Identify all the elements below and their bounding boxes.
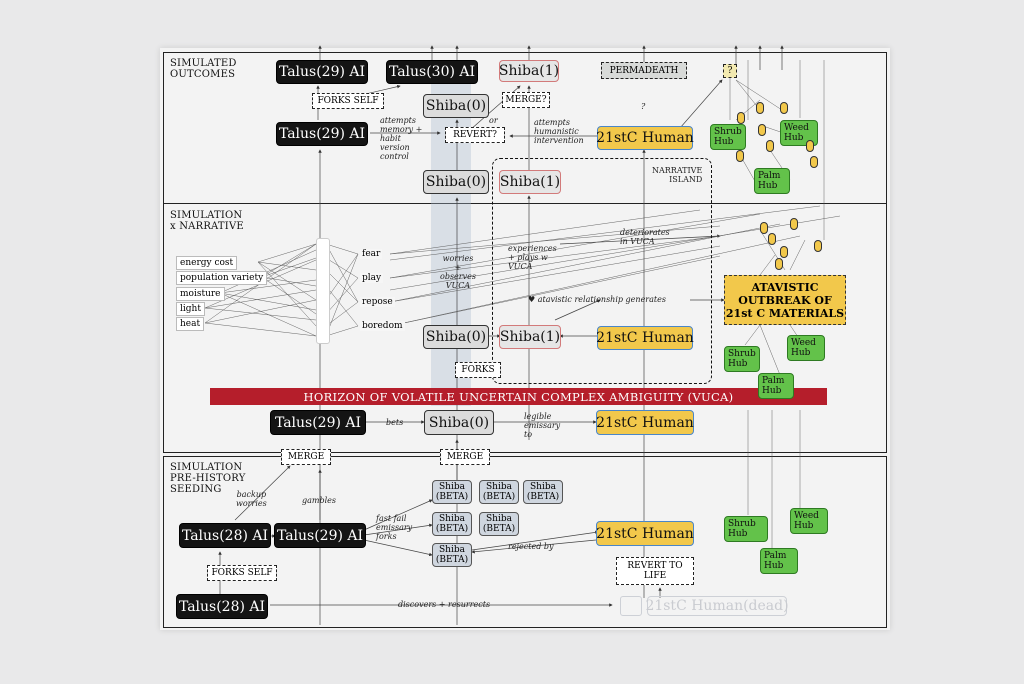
band-label-prehistory: SIMULATION PRE-HISTORY SEEDING: [170, 462, 246, 495]
node-human-narrative: 21stC Human: [596, 326, 694, 350]
node-shiba1-top: Shiba(1): [499, 60, 559, 82]
marker-dot: [766, 140, 774, 152]
tag-revert-question: REVERT?: [445, 127, 505, 143]
emotion-play: play: [360, 273, 384, 283]
tag-forks-self-top: FORKS SELF: [312, 93, 384, 109]
note-humanistic: attempts humanistic intervention: [534, 118, 584, 145]
hub-palm-top: Palm Hub: [754, 168, 790, 194]
emotion-fear: fear: [360, 249, 383, 259]
hub-shrub-bottom: Shrub Hub: [724, 516, 768, 542]
marker-dot: [814, 240, 822, 252]
node-shiba0-vuca: Shiba(0): [424, 410, 494, 435]
emotion-repose: repose: [360, 297, 395, 307]
tag-merge-question: MERGE?: [502, 92, 550, 108]
dead-human-box: [620, 596, 642, 616]
narrative-island-frame: [492, 158, 712, 384]
note-backup-worries: backup worries: [236, 490, 267, 508]
tag-merge-left: MERGE: [281, 449, 331, 465]
vuca-horizon: HORIZON OF VOLATILE UNCERTAIN COMPLEX AM…: [210, 388, 827, 405]
node-shiba-beta-3: Shiba(BETA): [523, 480, 563, 504]
node-talus29-top: Talus(29) AI: [276, 60, 368, 84]
note-experiences: experiences + plays w VUCA: [508, 244, 557, 271]
band-label-outcomes: SIMULATED OUTCOMES: [170, 58, 237, 80]
neuron-column: [316, 238, 330, 344]
hub-weed-bottom: Weed Hub: [790, 508, 828, 534]
input-heat: heat: [176, 317, 205, 331]
marker-dot: [810, 156, 818, 168]
marker-dot: [790, 218, 798, 230]
node-shiba0-mid: Shiba(0): [423, 170, 489, 194]
node-shiba0-narrative: Shiba(0): [423, 325, 489, 349]
node-talus29-b: Talus(29) AI: [274, 523, 366, 548]
input-light: light: [176, 302, 205, 316]
hub-palm-bottom: Palm Hub: [760, 548, 798, 574]
tag-narrative-island: NARRATIVE ISLAND: [652, 166, 703, 184]
note-memory: attempts memory + habit version control: [380, 116, 423, 161]
hub-palm-mid: Palm Hub: [758, 373, 794, 399]
node-talus29-mid: Talus(29) AI: [276, 122, 368, 146]
input-moisture: moisture: [176, 287, 225, 301]
emotion-boredom: boredom: [360, 321, 405, 331]
note-or: or: [489, 116, 498, 125]
tag-question: ?: [723, 64, 737, 78]
marker-dot: [775, 258, 783, 270]
node-shiba-beta-5: Shiba(BETA): [479, 512, 519, 536]
node-shiba-beta-1: Shiba(BETA): [432, 480, 472, 504]
tag-forks-self-bottom: FORKS SELF: [207, 565, 277, 581]
marker-dot: [780, 246, 788, 258]
note-fast-fail: fast fail emissary forks: [376, 514, 413, 541]
note-rejected-by: rejected by: [508, 542, 554, 551]
note-atavistic-relationship: ♥ atavistic relationship generates: [528, 295, 666, 304]
marker-dot: [737, 112, 745, 124]
input-population-variety: population variety: [176, 271, 268, 285]
note-question-mark: ?: [641, 102, 646, 111]
node-talus28-bottom: Talus(28) AI: [176, 594, 268, 619]
marker-dot: [760, 222, 768, 234]
node-human-top: 21stC Human: [596, 126, 694, 150]
tag-forks: FORKS: [455, 362, 501, 378]
hub-weed-top: Weed Hub: [780, 120, 818, 146]
marker-dot: [768, 233, 776, 245]
node-talus29-vuca: Talus(29) AI: [270, 410, 366, 435]
hub-shrub-mid: Shrub Hub: [724, 346, 760, 372]
atavistic-outbreak: ATAVISTIC OUTBREAK OF 21st C MATERIALS: [724, 275, 846, 325]
node-human-dead: 21stC Human(dead): [645, 596, 789, 616]
node-human-vuca: 21stC Human: [596, 410, 694, 435]
band-simulation-narrative: [163, 203, 887, 453]
marker-dot: [780, 102, 788, 114]
note-deteriorates: deteriorates in VUCA: [620, 228, 670, 246]
tag-merge-right: MERGE: [440, 449, 490, 465]
note-worries: worries + observes VUCA: [440, 254, 476, 290]
node-shiba-beta-6: Shiba(BETA): [432, 543, 472, 567]
marker-dot: [758, 124, 766, 136]
node-talus28-a: Talus(28) AI: [179, 523, 271, 548]
tag-permadeath: PERMADEATH: [601, 62, 687, 79]
node-shiba1-mid: Shiba(1): [499, 170, 561, 194]
node-shiba1-narrative: Shiba(1): [499, 325, 561, 349]
node-talus30: Talus(30) AI: [386, 60, 478, 84]
note-bets: bets: [386, 418, 404, 427]
node-shiba-beta-4: Shiba(BETA): [432, 512, 472, 536]
hub-shrub-top: Shrub Hub: [710, 124, 746, 150]
node-shiba0-top: Shiba(0): [423, 94, 489, 118]
band-prehistory-seeding: [163, 456, 887, 628]
marker-dot: [756, 102, 764, 114]
band-label-narrative: SIMULATION x NARRATIVE: [170, 210, 244, 232]
note-emissary: legible emissary to: [524, 412, 561, 439]
node-shiba-beta-2: Shiba(BETA): [479, 480, 519, 504]
tag-revert-to-life: REVERT TO LIFE: [616, 557, 694, 585]
marker-dot: [806, 140, 814, 152]
hub-weed-mid: Weed Hub: [787, 335, 825, 361]
marker-dot: [736, 150, 744, 162]
note-gambles: gambles: [302, 496, 336, 505]
node-human-prehistory: 21stC Human: [596, 521, 694, 546]
note-discovers: discovers + resurrects: [398, 600, 491, 609]
input-energy-cost: energy cost: [176, 256, 238, 270]
